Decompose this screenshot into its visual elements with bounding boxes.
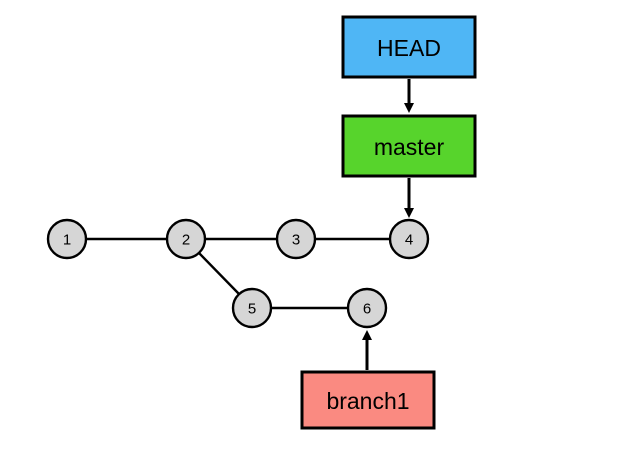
commit-node-4-circle[interactable] [388, 218, 430, 260]
head-box-rect[interactable] [341, 15, 477, 79]
commit-node-5-circle[interactable] [231, 287, 273, 329]
commit-node-1-label: 1 [63, 232, 71, 249]
commit-node-5-label: 5 [248, 301, 256, 318]
commit-node-3[interactable]: 3 [275, 218, 317, 260]
commit-node-1[interactable]: 1 [46, 218, 88, 260]
pointer-arrow-group [362, 79, 414, 370]
commit-node-5[interactable]: 5 [231, 287, 273, 329]
ref-box-branch1[interactable]: branch1 [300, 370, 436, 430]
commit-node-2-circle[interactable] [165, 218, 207, 260]
branch1-box-rect[interactable] [300, 370, 436, 430]
commit-node-2-label: 2 [182, 232, 190, 249]
branch1-box-label: branch1 [326, 388, 409, 414]
commit-node-3-circle[interactable] [275, 218, 317, 260]
commit-node-4-label: 4 [405, 232, 413, 249]
master-box-rect[interactable] [341, 114, 477, 178]
commit-node-6-label: 6 [363, 301, 371, 318]
commit-node-4[interactable]: 4 [388, 218, 430, 260]
commit-edge-2-5 [198, 252, 240, 295]
commit-node-6-circle[interactable] [346, 287, 388, 329]
ref-box-master[interactable]: master [341, 114, 477, 178]
commit-edge-group [86, 237, 390, 310]
commit-node-2[interactable]: 2 [165, 218, 207, 260]
head-box-label: HEAD [377, 35, 441, 61]
master-box-label: master [374, 134, 445, 160]
ref-box-head[interactable]: HEAD [341, 15, 477, 79]
commit-node-6[interactable]: 6 [346, 287, 388, 329]
commit-node-1-circle[interactable] [46, 218, 88, 260]
commit-node-3-label: 3 [292, 232, 300, 249]
